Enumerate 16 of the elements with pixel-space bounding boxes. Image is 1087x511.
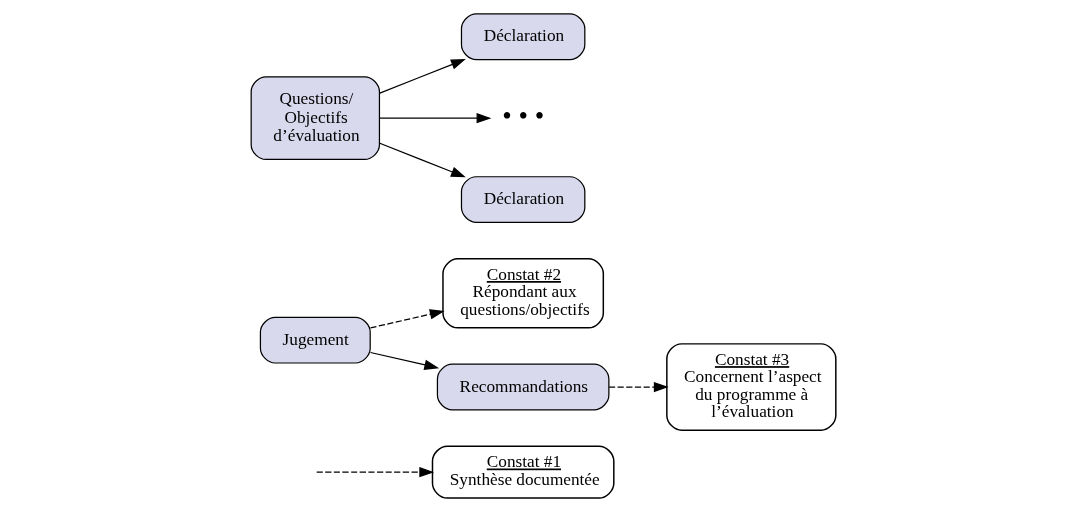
node-text: • • • bbox=[502, 100, 545, 131]
arrow bbox=[379, 58, 466, 94]
arrow bbox=[369, 351, 440, 370]
node-box: Constat #1 Synthèse documentée bbox=[431, 445, 615, 499]
arrow bbox=[369, 308, 445, 328]
node-box: Jugement bbox=[259, 316, 371, 364]
node-box: Déclaration bbox=[460, 175, 586, 223]
arrow bbox=[316, 466, 435, 477]
arrow bbox=[379, 112, 492, 123]
node-box: Questions/ Objectifs d’évaluation bbox=[250, 75, 381, 160]
node-box: Constat #3 Concernent l’aspect du programme à l’évaluation bbox=[666, 342, 837, 431]
node-box: Recommandations bbox=[436, 363, 610, 410]
arrow bbox=[379, 142, 466, 177]
node-box: Déclaration bbox=[460, 12, 586, 60]
arrow bbox=[608, 381, 669, 392]
node-box: Constat #2 Répondant aux questions/objectifs bbox=[442, 257, 605, 329]
